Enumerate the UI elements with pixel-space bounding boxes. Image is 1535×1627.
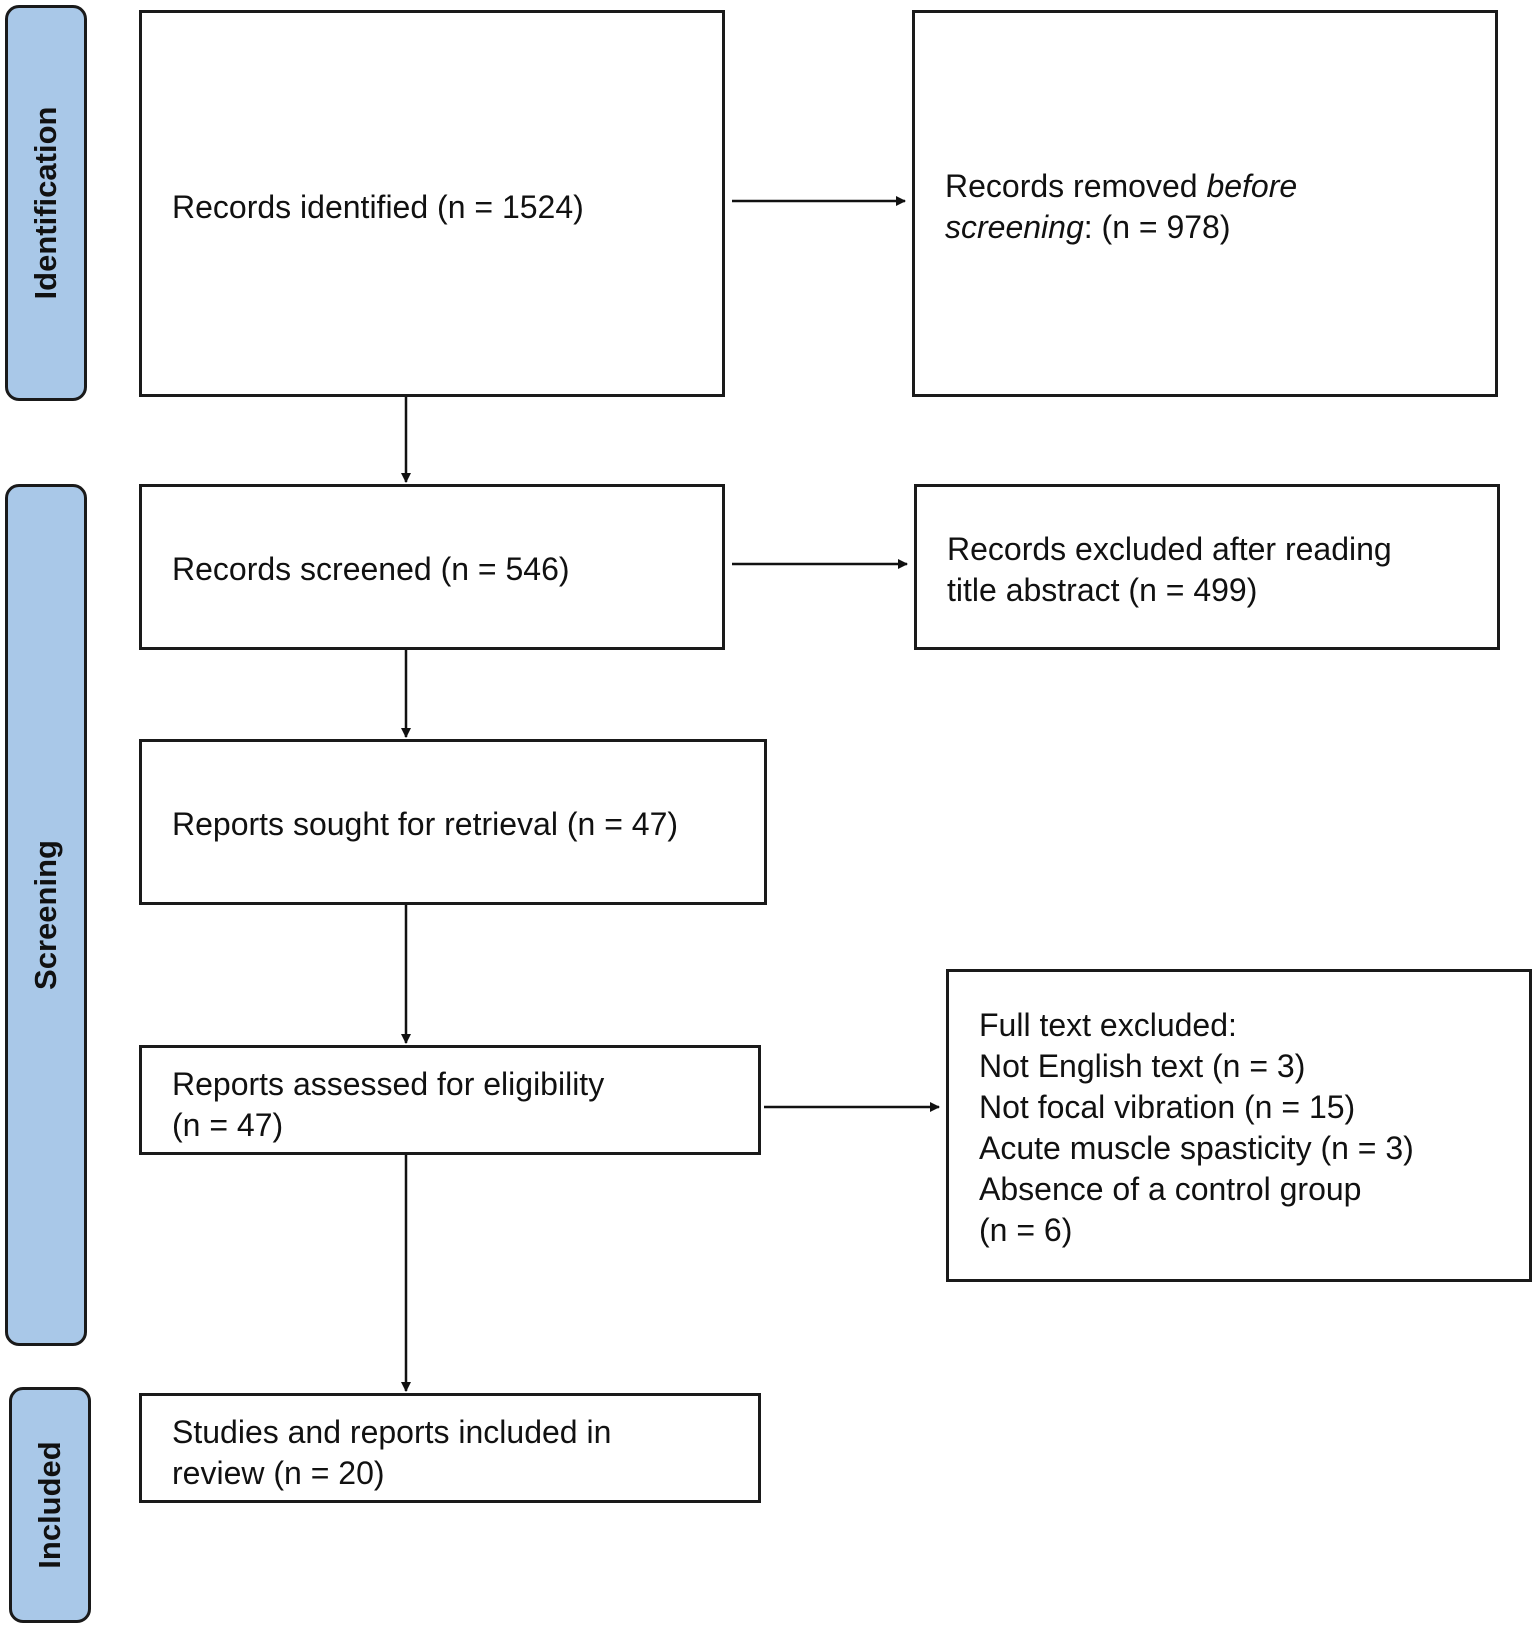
reports-sought-box: Reports sought for retrieval (n = 47) — [139, 739, 767, 905]
reports-sought-text: Reports sought for retrieval (n = 47) — [172, 806, 679, 842]
fulltext-line-2: Not focal vibration (n = 15) — [979, 1089, 1356, 1125]
records-removed-suffix: : (n = 978) — [1083, 209, 1231, 245]
records-screened-box: Records screened (n = 546) — [139, 484, 725, 650]
fulltext-line-5: (n = 6) — [979, 1212, 1073, 1248]
records-excluded-box: Records excluded after reading title abs… — [914, 484, 1500, 650]
records-excluded-line2: title abstract (n = 499) — [947, 572, 1258, 608]
records-excluded-text: Records excluded after reading title abs… — [947, 529, 1392, 611]
fulltext-excluded-box: Full text excluded: Not English text (n … — [946, 969, 1532, 1282]
studies-included-box: Studies and reports included in review (… — [139, 1393, 761, 1503]
records-identified-text: Records identified (n = 1524) — [172, 189, 584, 225]
phase-screening: Screening — [5, 484, 87, 1346]
fulltext-line-3: Acute muscle spasticity (n = 3) — [979, 1130, 1414, 1166]
reports-assessed-text: Reports assessed for eligibility (n = 47… — [172, 1064, 604, 1146]
records-identified-box: Records identified (n = 1524) — [139, 10, 725, 397]
records-removed-text: Records removed before screening: (n = 9… — [945, 166, 1297, 248]
fulltext-line-0: Full text excluded: — [979, 1007, 1237, 1043]
records-screened-text: Records screened (n = 546) — [172, 551, 570, 587]
studies-included-text: Studies and reports included in review (… — [172, 1412, 611, 1494]
records-removed-italic-screening: screening — [945, 209, 1084, 245]
phase-included: Included — [9, 1387, 91, 1623]
records-removed-box: Records removed before screening: (n = 9… — [912, 10, 1498, 397]
studies-included-line1: Studies and reports included in — [172, 1414, 612, 1450]
fulltext-line-4: Absence of a control group — [979, 1171, 1362, 1207]
reports-assessed-line2: (n = 47) — [172, 1107, 284, 1143]
records-removed-prefix: Records removed — [945, 168, 1207, 204]
records-removed-italic-before: before — [1206, 168, 1298, 204]
fulltext-excluded-text: Full text excluded: Not English text (n … — [979, 1005, 1414, 1251]
studies-included-line2: review (n = 20) — [172, 1455, 385, 1491]
fulltext-line-1: Not English text (n = 3) — [979, 1048, 1306, 1084]
phase-identification: Identification — [5, 5, 87, 401]
reports-assessed-line1: Reports assessed for eligibility — [172, 1066, 605, 1102]
reports-assessed-box: Reports assessed for eligibility (n = 47… — [139, 1045, 761, 1155]
records-excluded-line1: Records excluded after reading — [947, 531, 1392, 567]
